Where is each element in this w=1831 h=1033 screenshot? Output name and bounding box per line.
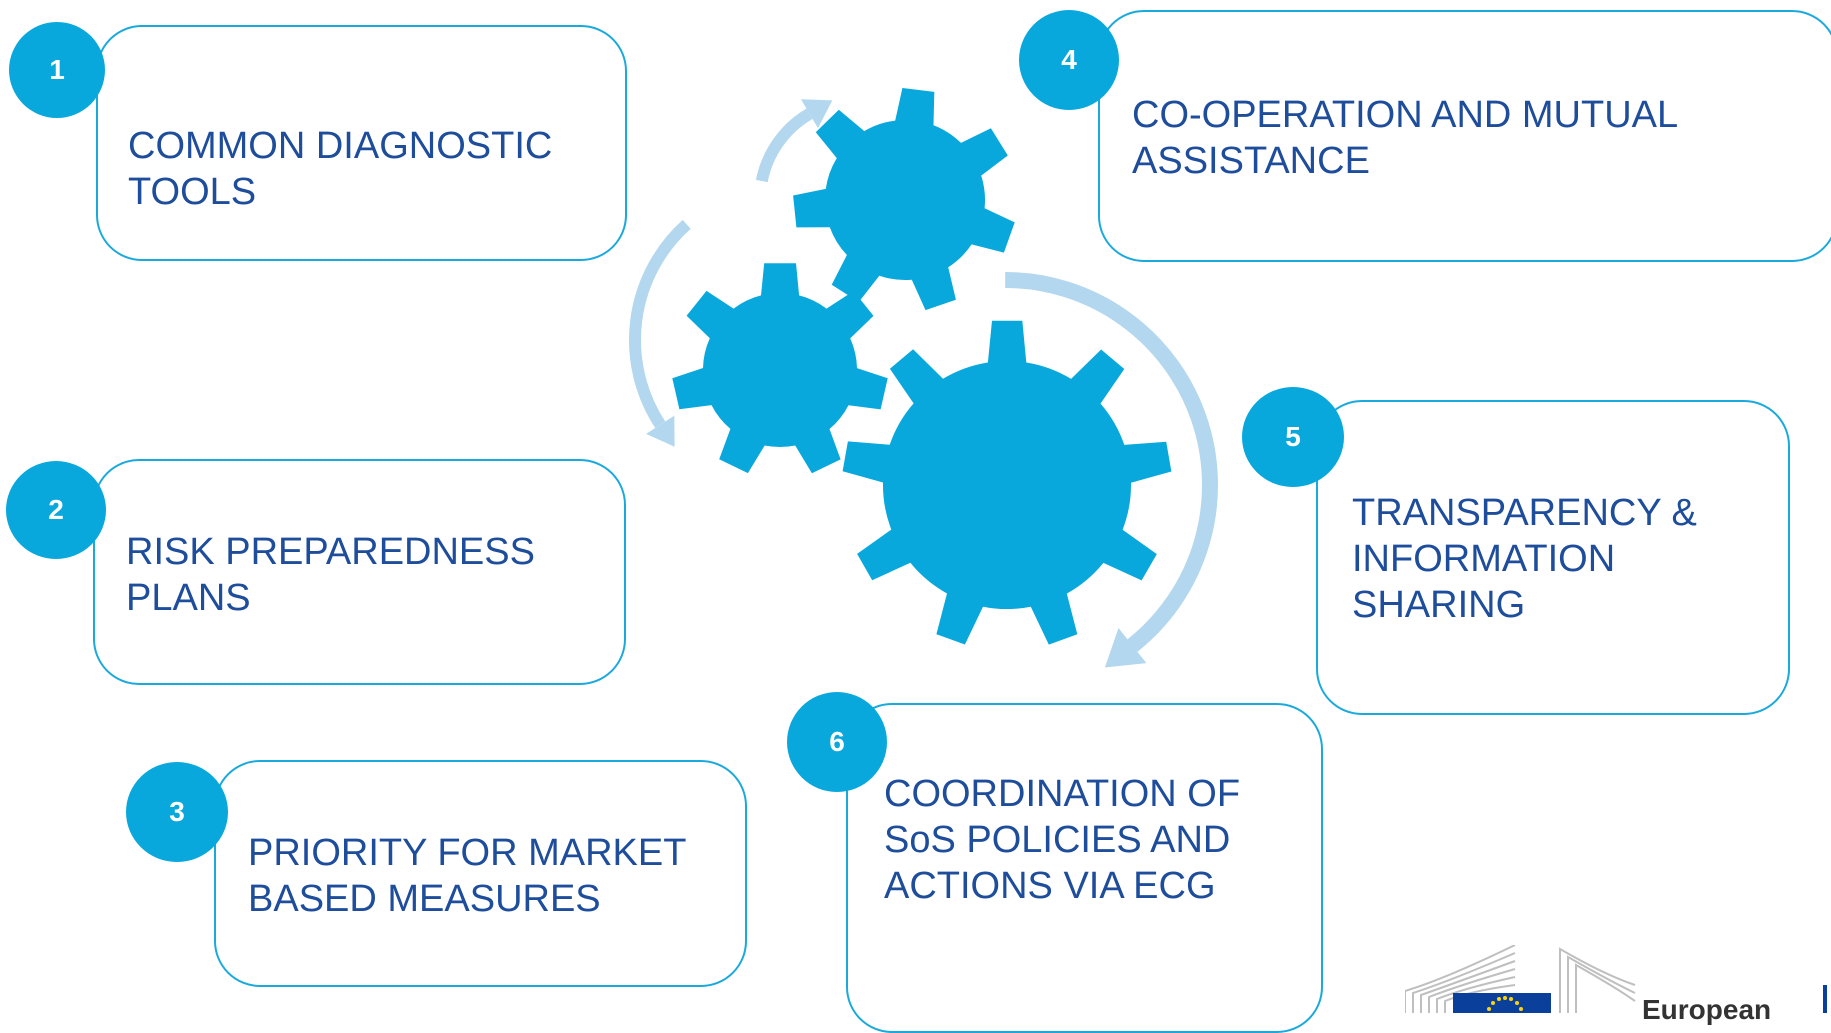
- card-2: RISK PREPAREDNESS PLANS: [93, 459, 626, 685]
- card-1-number-badge: 1: [9, 22, 105, 118]
- card-3-number-badge: 3: [126, 762, 228, 862]
- cycle-arrow-icon-large: [1005, 272, 1218, 668]
- card-3: PRIORITY FOR MARKET BASED MEASURES: [214, 760, 747, 987]
- european-commission-text: European: [1642, 994, 1772, 1025]
- card-1: COMMON DIAGNOSTIC TOOLS: [96, 25, 627, 261]
- cycle-arrow-icon-left-head: [646, 415, 675, 447]
- cycle-arrow-icon-large-shaft: [1005, 272, 1218, 652]
- card-4: CO-OPERATION AND MUTUAL ASSISTANCE: [1098, 10, 1831, 262]
- gear-top: [793, 88, 1015, 311]
- gear-large: [842, 320, 1172, 645]
- card-5-label: TRANSPARENCY & INFORMATION SHARING: [1352, 492, 1697, 626]
- card-6: COORDINATION OF SoS POLICIES AND ACTIONS…: [846, 703, 1323, 1033]
- card-2-label: RISK PREPAREDNESS PLANS: [126, 531, 535, 619]
- card-5: TRANSPARENCY & INFORMATION SHARING: [1316, 400, 1790, 715]
- card-4-number-badge: 4: [1019, 10, 1119, 110]
- card-3-label: PRIORITY FOR MARKET BASED MEASURES: [248, 832, 687, 920]
- eu-building-icon: [1405, 945, 1636, 1013]
- cycle-arrow-icon-left-shaft: [628, 219, 691, 428]
- cycle-arrow-icon-large-head: [1104, 628, 1147, 668]
- cycle-arrow-icon-left: [628, 219, 691, 447]
- cycle-arrow-icon-top-shaft: [755, 108, 813, 183]
- gear-left: [672, 263, 888, 474]
- card-2-number-badge: 2: [6, 461, 106, 559]
- cycle-arrow-icon-top: [755, 99, 833, 183]
- card-4-label: CO-OPERATION AND MUTUAL ASSISTANCE: [1132, 94, 1679, 182]
- card-6-label: COORDINATION OF SoS POLICIES AND ACTIONS…: [884, 773, 1241, 907]
- european-commission-logo: [1405, 945, 1827, 1013]
- cycle-arrow-icon-top-head: [801, 99, 833, 129]
- eu-flag-icon: [1453, 993, 1551, 1013]
- card-1-label: COMMON DIAGNOSTIC TOOLS: [128, 125, 553, 213]
- eu-divider: [1823, 985, 1827, 1013]
- card-6-number-badge: 6: [787, 692, 887, 792]
- card-5-number-badge: 5: [1242, 387, 1344, 487]
